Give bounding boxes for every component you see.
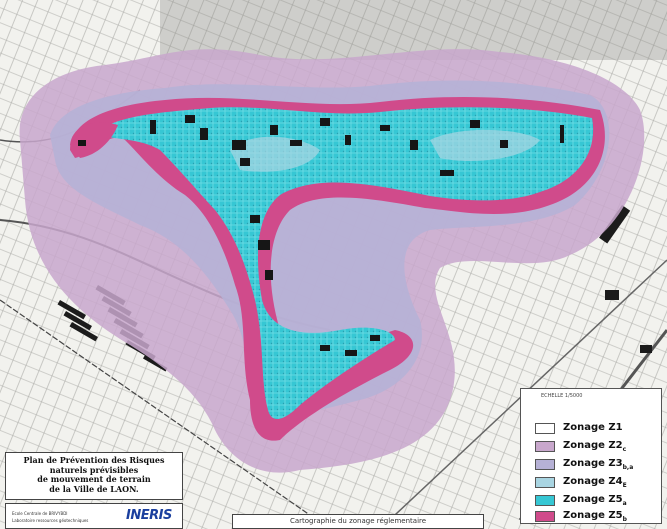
map-title-line-1: Plan de Prévention des Risques [23,455,165,465]
map-title-line-3: de mouvement de terrain [37,474,151,484]
legend-item-z5a: Zonage Z5a [535,493,627,507]
scale-label: ECHELLE 1/5000 [541,393,583,399]
building-blocks-plateau [150,115,564,356]
credits-line-1: Ecole Centrale de BRIVYBDI [12,511,68,516]
credits-box: Ecole Centrale de BRIVYBDI Laboratoire r… [5,503,183,529]
legend-swatch [535,476,555,488]
legend-item-z1: Zonage Z1 [535,421,623,435]
ineris-logo: INERIS [126,508,172,523]
building-block [78,140,86,146]
legend-item-z2: Zonage Z2c [535,439,626,453]
map-caption: Cartographie du zonage réglementaire [232,514,484,529]
map-title-box: Plan de Prévention des Risques naturels … [5,452,183,500]
legend-label: Zonage Z1 [563,421,623,433]
credits-line-2: Laboratoire ressources géotechniques [12,518,89,523]
legend-label: Zonage Z2c [563,439,627,453]
legend-label: Zonage Z5b [563,509,627,523]
legend-swatch [535,440,555,452]
legend-label: Zonage Z5a [563,493,627,507]
legend-swatch [535,422,555,434]
urban-area-north [160,0,667,60]
zone-z5a-plateau [100,107,594,420]
legend-label: Zonage Z4E [563,475,627,489]
zone-z5b-west-tip [70,122,118,158]
legend-item-z5b: Zonage Z5b [535,509,627,523]
legend-swatch [535,494,555,506]
building-blocks-east [599,204,652,353]
legend-item-z4: Zonage Z4E [535,475,627,489]
zone-z4-patch [430,129,540,161]
legend-item-z3: Zonage Z3b,a [535,457,633,471]
map-legend: ECHELLE 1/5000 Zonage Z1 Zonage Z2c Zona… [520,388,662,524]
legend-label: Zonage Z3b,a [563,457,634,471]
legend-swatch [535,510,555,522]
railway [0,299,331,529]
legend-swatch [535,458,555,470]
map-title-line-2: naturels prévisibles [49,464,139,475]
map-title-line-4: de la Ville de LAON. [49,483,139,494]
